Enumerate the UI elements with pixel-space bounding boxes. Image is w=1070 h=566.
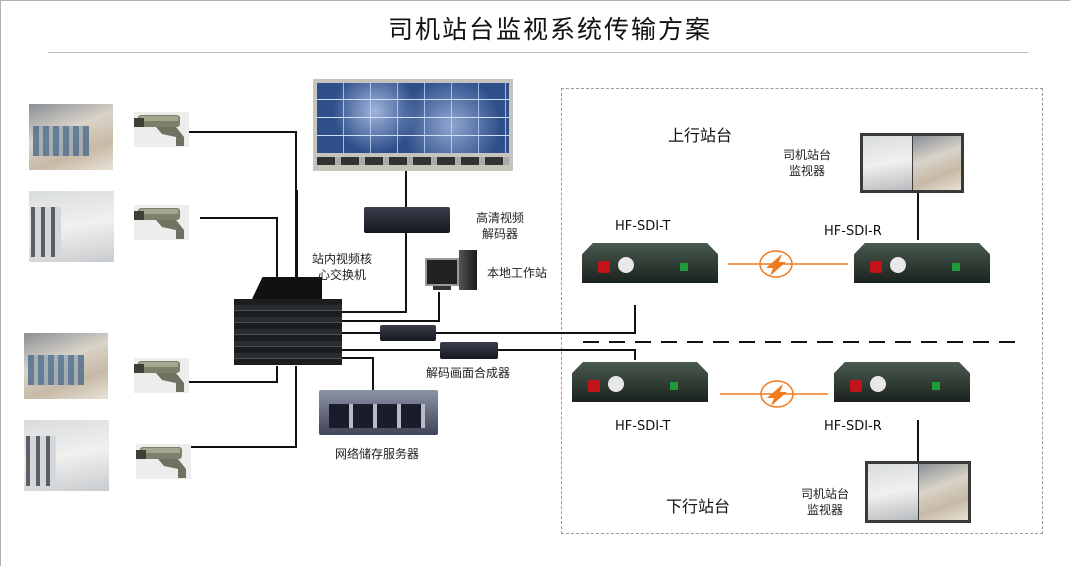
- frame-left-border: [0, 0, 1, 566]
- compositor-label: 解码画面合成器: [426, 366, 511, 380]
- down-transmitter: [566, 362, 714, 404]
- wire-camera-3: [189, 366, 278, 383]
- camera-icon-2: [134, 205, 189, 240]
- wire-camera-2: [200, 217, 278, 282]
- down-platform-title: 下行站台: [666, 497, 731, 516]
- camera-icon-4: [136, 444, 191, 479]
- core-switch-label: 站内视频核 心交换机: [311, 252, 372, 282]
- platform-photo-1: [29, 104, 113, 170]
- title-divider: [48, 52, 1028, 53]
- wire-compositor2-down-t: [497, 349, 636, 360]
- camera-icon-3: [134, 358, 189, 393]
- wire-camera-4: [191, 366, 297, 448]
- workstation-icon: [421, 250, 479, 294]
- down-receiver: [828, 362, 976, 404]
- diagram-title: 司机站台监视系统传输方案: [387, 15, 712, 44]
- frame-top-border: [0, 0, 1070, 1]
- up-transmitter-model: HF-SDI-T: [615, 219, 671, 234]
- down-monitor-label: 司机站台 监视器: [800, 487, 849, 517]
- video-wall: [313, 79, 513, 171]
- down-platform-monitor: [865, 461, 971, 523]
- platform-photo-2: [29, 191, 114, 262]
- camera-icon-1: [134, 112, 189, 147]
- platform-photo-4: [24, 420, 109, 491]
- network-storage-server: [319, 390, 438, 435]
- up-receiver-model: HF-SDI-R: [824, 224, 882, 239]
- up-transmitter: [576, 243, 724, 285]
- platform-photo-3: [24, 333, 108, 399]
- up-receiver: [848, 243, 996, 285]
- wire-switch-storage: [342, 357, 374, 390]
- decoder-compositor-1: [380, 325, 436, 341]
- up-platform-title: 上行站台: [668, 126, 733, 145]
- decoder-compositor-2: [440, 342, 498, 359]
- wire-compositor1-up-t: [435, 305, 636, 334]
- platform-area-box: [561, 88, 1043, 534]
- hd-decoder-label: 高清视频 解码器: [475, 211, 524, 241]
- wire-camera-1: [189, 131, 297, 282]
- wire-switch-workstation: [342, 292, 440, 322]
- hd-video-decoder: [364, 207, 450, 233]
- down-receiver-model: HF-SDI-R: [824, 419, 882, 434]
- storage-label: 网络储存服务器: [335, 447, 420, 461]
- down-transmitter-model: HF-SDI-T: [615, 419, 671, 434]
- up-monitor-label: 司机站台 监视器: [782, 148, 831, 178]
- workstation-label: 本地工作站: [487, 266, 548, 280]
- up-platform-monitor: [860, 133, 964, 193]
- wire-switch-decoder: [342, 232, 407, 313]
- fiber-link-icons: [766, 254, 787, 406]
- core-switch: [232, 277, 344, 365]
